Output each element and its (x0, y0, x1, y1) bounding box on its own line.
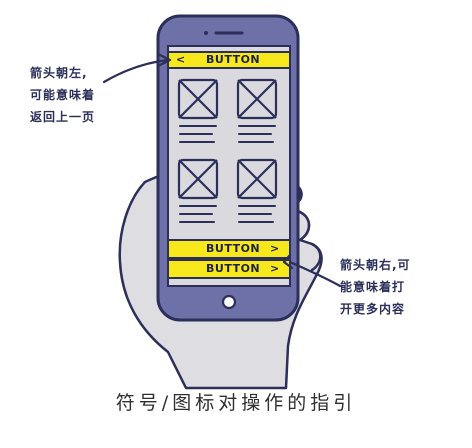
left-arrowhead (156, 52, 172, 68)
image-placeholder (177, 78, 219, 120)
home-button (221, 294, 237, 310)
image-placeholder (177, 158, 219, 200)
right-annotation-line: 能意味着打 (340, 280, 406, 294)
caption: 符号/图标对操作的指引 (115, 392, 357, 414)
camera-dot (204, 31, 208, 35)
top-button-label[interactable]: BUTTON (206, 53, 261, 66)
image-placeholder (236, 158, 278, 200)
right-annotation-line: 箭头朝右,可 (340, 258, 411, 272)
left-arrow (102, 58, 170, 84)
left-annotation-line: 可能意味着 (30, 88, 96, 102)
image-placeholder (236, 78, 278, 120)
bottom-button-2-bg (167, 259, 291, 279)
left-annotation-line: 箭头朝左, (30, 66, 88, 80)
bottom-button-1-bg (167, 239, 291, 259)
right-annotation-line: 开更多内容 (340, 302, 406, 316)
left-annotation-line: 返回上一页 (30, 110, 96, 124)
bottom-button-2-label[interactable]: BUTTON (206, 262, 261, 275)
right-arrow (288, 260, 342, 288)
bottom-button-1-label[interactable]: BUTTON (206, 242, 261, 255)
left-annotation: 箭头朝左, 可能意味着 返回上一页 (30, 62, 95, 128)
top-button-arrow[interactable]: < (176, 53, 186, 66)
text-lines (179, 205, 276, 223)
text-lines (179, 125, 276, 143)
right-annotation: 箭头朝右,可 能意味着打 开更多内容 (340, 254, 411, 320)
bottom-button-1-arrow[interactable]: > (270, 242, 280, 255)
bottom-button-2-arrow[interactable]: > (270, 262, 280, 275)
right-arrowhead (282, 253, 294, 270)
